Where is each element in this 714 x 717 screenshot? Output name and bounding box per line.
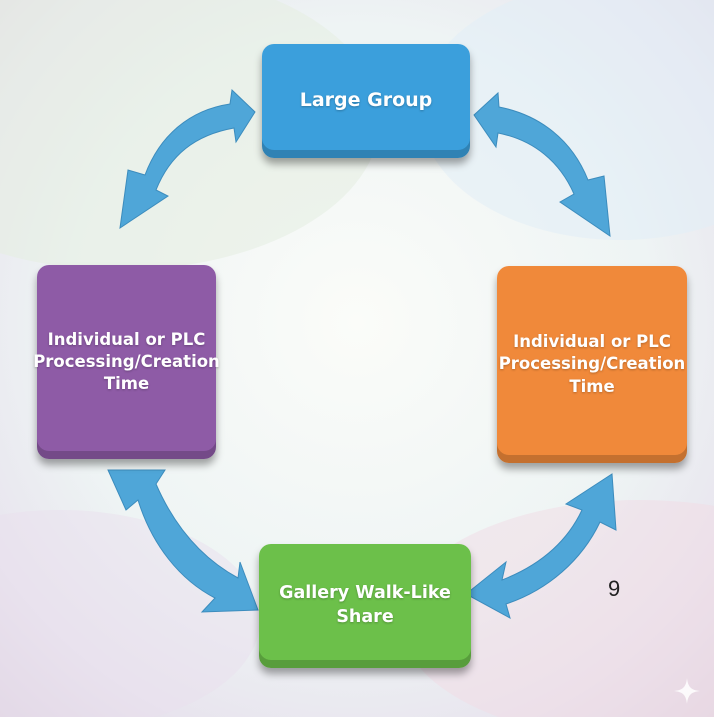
arrow-bottom-right xyxy=(465,473,617,620)
sparkle-icon xyxy=(674,678,700,704)
label-line: Time xyxy=(103,374,150,394)
label-line: Time xyxy=(569,376,615,396)
arrow-bottom-left xyxy=(107,469,259,613)
label-line: Processing/Creation xyxy=(33,351,220,371)
node-gallery-walk: Gallery Walk-Like Share xyxy=(259,544,471,668)
node-label: Individual or PLC Processing/Creation Ti… xyxy=(499,331,686,398)
node-large-group: Large Group xyxy=(262,44,470,158)
label-line: Individual or PLC xyxy=(47,329,206,349)
node-label: Large Group xyxy=(299,89,433,112)
label-line: Processing/Creation xyxy=(498,354,686,374)
node-individual-left: Individual or PLC Processing/Creation Ti… xyxy=(33,265,220,459)
label-line: Gallery Walk-Like xyxy=(279,583,451,604)
node-label: Gallery Walk-Like Share xyxy=(279,582,451,629)
label-line: Share xyxy=(336,607,394,627)
label-line: Individual or PLC xyxy=(513,332,671,352)
node-individual-right: Individual or PLC Processing/Creation Ti… xyxy=(497,266,687,463)
page-number: 9 xyxy=(608,576,621,601)
arrow-top-right xyxy=(473,91,611,238)
node-label: Individual or PLC Processing/Creation Ti… xyxy=(33,329,220,396)
arrow-top-left xyxy=(119,88,256,230)
